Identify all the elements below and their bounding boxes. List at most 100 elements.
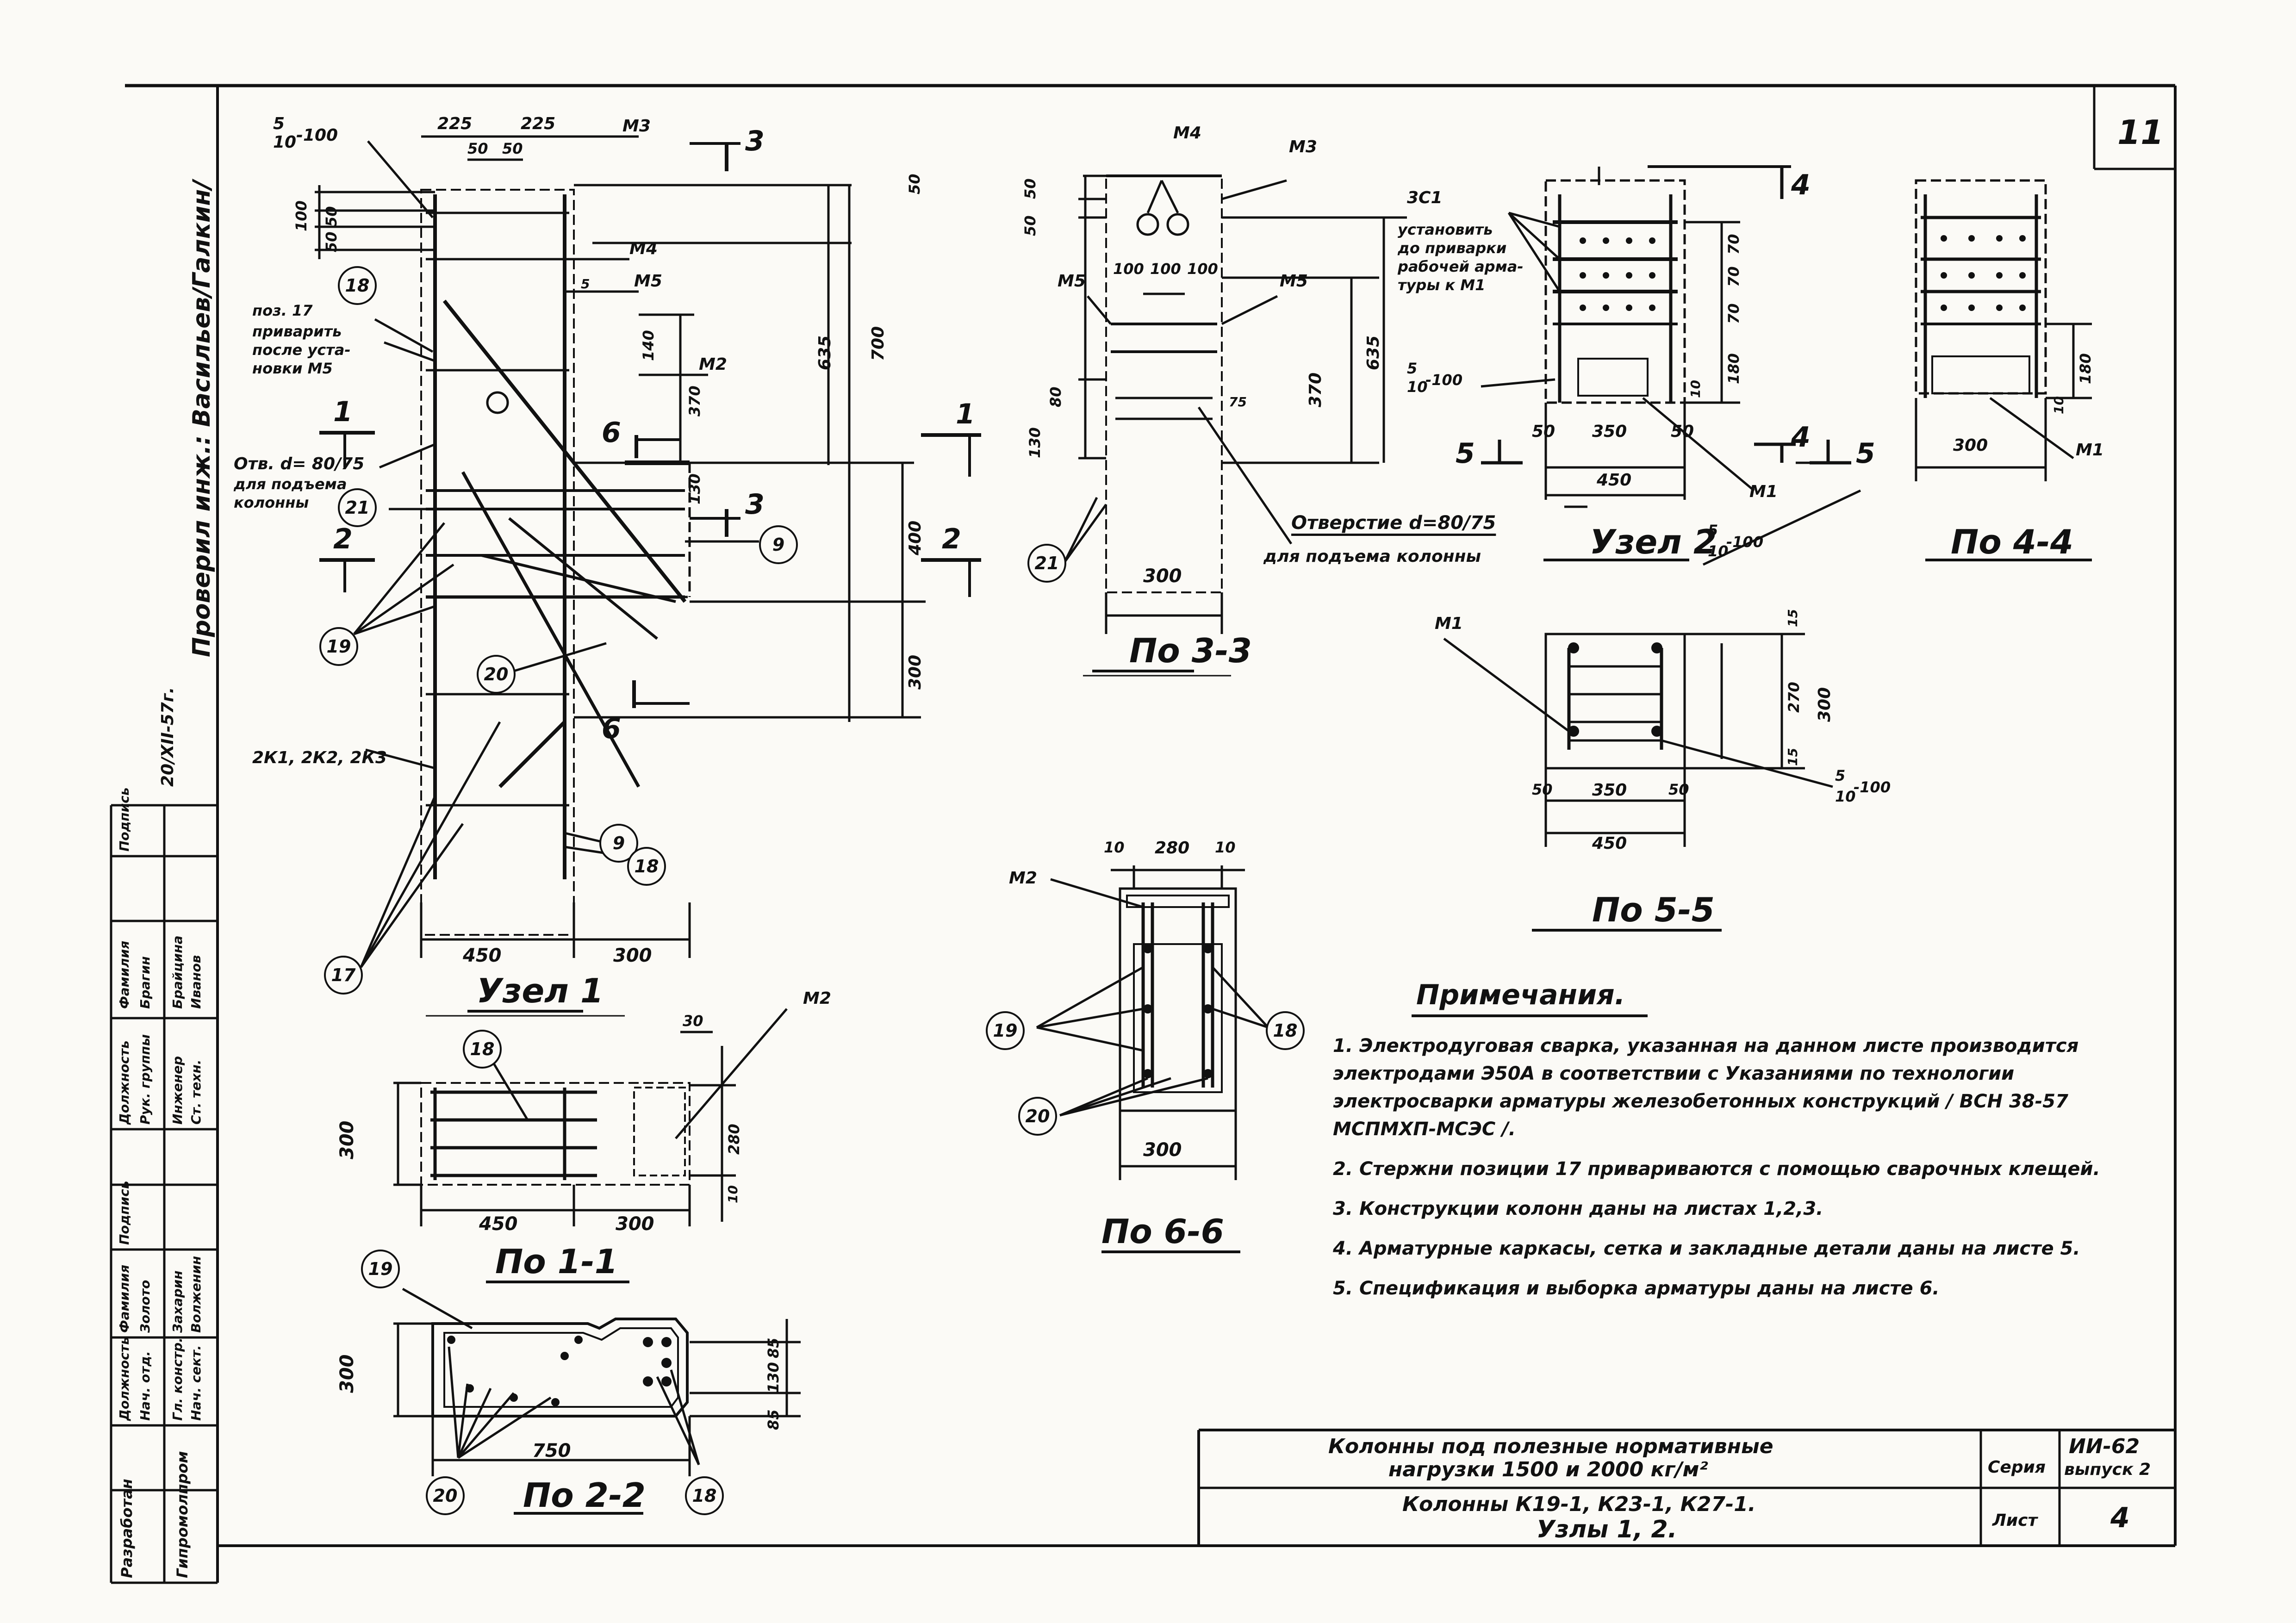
- node1-dim-left-1: 100: [292, 200, 310, 231]
- sec66-dim-280: 280: [1155, 839, 1190, 858]
- sec33-dim-635: 635: [1364, 335, 1383, 370]
- sec55-dim-50a: 50: [1532, 781, 1553, 798]
- page-corner-number: 11: [2117, 113, 2164, 152]
- node2-title-stirrup-suffix: -100: [1726, 533, 1764, 551]
- section-mark-3-top: 3: [745, 125, 765, 157]
- callout-9: 9: [759, 525, 798, 564]
- sec55-dim-15b: 15: [1785, 748, 1800, 766]
- checked-by-inscription: Проверил инж.: Васильев/Галкин/: [188, 180, 216, 657]
- sec22-dim-750: 750: [532, 1440, 571, 1461]
- sec55-dim-350: 350: [1592, 781, 1627, 800]
- sec55-title: По 5-5: [1592, 890, 1715, 929]
- sec11-m2-label: М2: [803, 989, 831, 1008]
- sec33-dim-left-4: 130: [1026, 427, 1044, 458]
- callout-17: 17: [324, 956, 363, 995]
- sec44-dim-10: 10: [2051, 396, 2066, 414]
- series-value-2: выпуск 2: [2064, 1460, 2151, 1479]
- sec66-dim-300: 300: [1143, 1139, 1182, 1161]
- note-item: 1. Электродуговая сварка, указанная на д…: [1333, 1035, 2079, 1140]
- sec44-title: По 4-4: [1951, 522, 2073, 561]
- node2-note-4: туры к М1: [1398, 276, 1486, 294]
- sec11-dim-30: 30: [683, 1012, 703, 1030]
- node1-dim-300b: 300: [613, 945, 652, 966]
- node2-zs1-label: 3С1: [1407, 188, 1443, 207]
- note-item: 3. Конструкции колонн даны на листах 1,2…: [1333, 1198, 1823, 1219]
- stamp-header-position: Должность: [117, 1040, 132, 1125]
- sec33-title: По 3-3: [1129, 631, 1252, 670]
- node2-note-3: рабочей арма-: [1398, 258, 1524, 275]
- sec22-dim-130: 130: [765, 1362, 782, 1393]
- section-mark-6-bottom: 6: [602, 713, 621, 745]
- sec44-m1-label: М1: [2076, 441, 2104, 460]
- pos17-note-2: приварить: [252, 323, 342, 340]
- section-mark-1-left: 1: [333, 396, 353, 428]
- series-value-1: ИИ-62: [2069, 1435, 2140, 1458]
- sec22-callout-18: 18: [685, 1476, 724, 1515]
- node2-stirrup-suffix: -100: [1425, 371, 1463, 389]
- section-mark-6-top: 6: [602, 417, 621, 449]
- sec11-dim-450: 450: [479, 1213, 518, 1235]
- node1-dim-top-1: 225: [437, 114, 473, 133]
- node1-dim-top-2: 225: [521, 114, 556, 133]
- section-mark-4-top: 4: [1791, 169, 1811, 201]
- sec66-callout-19: 19: [986, 1011, 1025, 1050]
- signature-date: 20/XII-57г.: [158, 687, 177, 787]
- node2-dim-350: 350: [1592, 422, 1627, 441]
- m4-label: М4: [629, 239, 658, 258]
- sec55-stirrup-num: 5: [1835, 767, 1846, 784]
- node2-title-stirrup-num: 5: [1708, 522, 1718, 539]
- node1-dim-top-4: 50: [502, 140, 523, 157]
- stamp-pos-nach-otd: Нач. отд.: [137, 1351, 153, 1421]
- node2-dim-70c: 70: [1725, 303, 1742, 324]
- section-mark-5-left: 5: [1456, 437, 1475, 470]
- sec33-m5a-label: М5: [1058, 272, 1086, 291]
- stamp-name-zakharin: Захарин: [170, 1270, 185, 1333]
- node1-dim-700: 700: [869, 326, 888, 361]
- node1-dim-450: 450: [463, 945, 502, 966]
- node1-stirrup-num: 5: [273, 114, 285, 133]
- sec55-stirrup-suffix: -100: [1854, 778, 1891, 796]
- sec55-dim-450: 450: [1592, 834, 1627, 853]
- hole-note-1: Отв. d= 80/75: [234, 454, 365, 473]
- node2-dim-70b: 70: [1725, 266, 1742, 287]
- stamp-name-braitsina: Брайцина: [170, 935, 185, 1009]
- stamp-header-name: Фамилия: [117, 940, 132, 1009]
- callout-18: 18: [338, 266, 377, 305]
- sec33-callout-21: 21: [1027, 544, 1066, 583]
- sec33-m3-label: М3: [1289, 137, 1317, 156]
- node1-five: 5: [581, 276, 590, 292]
- sec33-dim-left-2: 50: [1021, 215, 1039, 236]
- node1-dim-right-50: 50: [906, 174, 923, 194]
- node2-dim-10: 10: [1688, 380, 1703, 398]
- sec11-callout-18: 18: [463, 1030, 502, 1069]
- sec11-dim-300b: 300: [616, 1213, 654, 1235]
- sec66-m2-label: М2: [1009, 869, 1037, 888]
- node1-dim-left-3: 50: [323, 231, 340, 252]
- sec66-dim-10b: 10: [1215, 839, 1236, 856]
- sheet-title-1: Колонны К19-1, К23-1, К27-1.: [1402, 1492, 1756, 1516]
- section-mark-3-lower: 3: [745, 488, 765, 521]
- sec11-dim-10: 10: [725, 1185, 740, 1203]
- series-label: Серия: [1988, 1458, 2046, 1477]
- stamp-name-bragin: Брагин: [137, 956, 153, 1009]
- sec22-title: По 2-2: [523, 1476, 646, 1515]
- sec33-dim-top-1: 100: [1113, 260, 1144, 278]
- stamp-org-a: Разработан: [118, 1479, 136, 1578]
- section-mark-1-right: 1: [956, 398, 975, 430]
- sec22-callout-19: 19: [361, 1250, 400, 1288]
- node2-note-1: установить: [1398, 221, 1493, 238]
- node2-stirrup-den: 10: [1407, 378, 1428, 396]
- sec55-dim-15a: 15: [1785, 609, 1800, 627]
- node2-note-2: до приварки: [1398, 239, 1507, 257]
- sec66-title: По 6-6: [1101, 1212, 1224, 1251]
- sec33-dim-300: 300: [1143, 566, 1182, 587]
- stamp-pos-ruk: Рук. группы: [137, 1034, 153, 1125]
- node2-dim-50a: 50: [1532, 422, 1556, 441]
- sec44-dim-300: 300: [1953, 436, 1988, 455]
- stamp-header-sign: Подпись: [117, 787, 132, 852]
- note-item: 2. Стержни позиции 17 привариваются с по…: [1333, 1158, 2100, 1180]
- node2-dim-70a: 70: [1725, 234, 1742, 255]
- node2-title-stirrup-den: 10: [1708, 542, 1729, 560]
- m3-label: М3: [622, 117, 651, 136]
